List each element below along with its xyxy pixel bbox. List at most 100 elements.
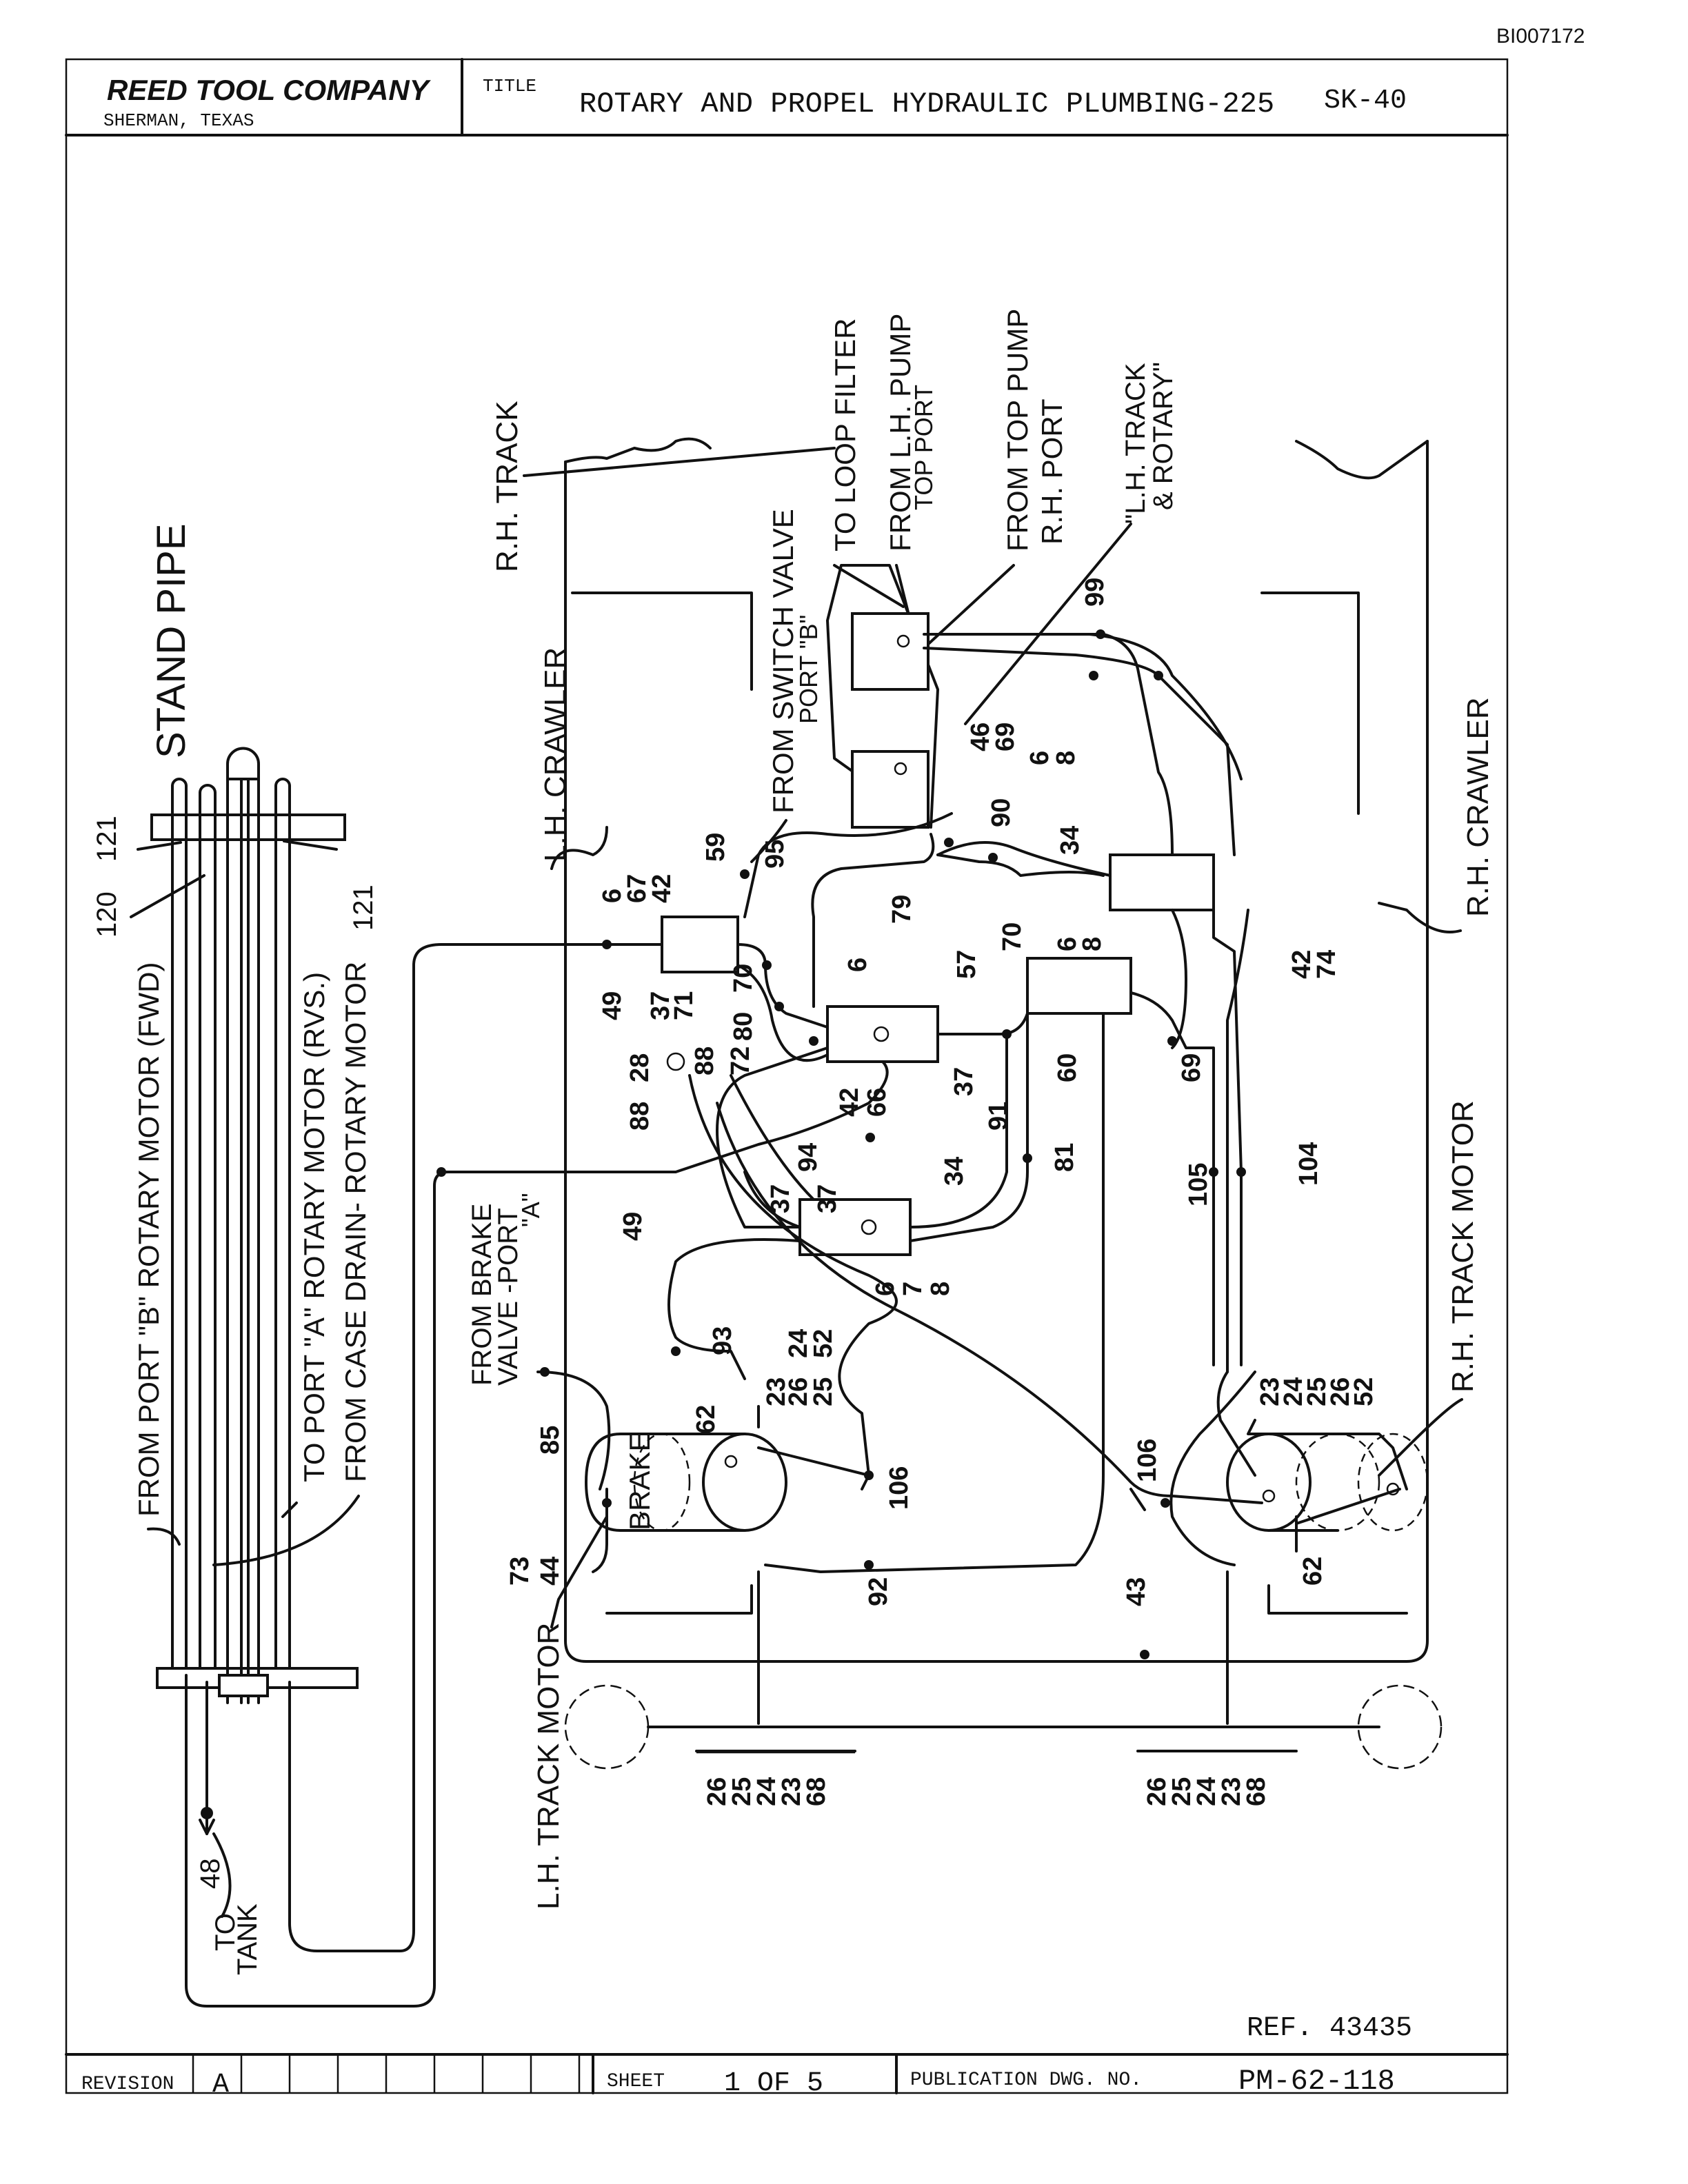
parts-stack-left: 26 25 24 23 68	[695, 1750, 856, 1806]
sheet-label: SHEET	[607, 2071, 665, 2092]
callout-28: 28	[625, 1053, 654, 1082]
rh-track-motor-label: R.H. TRACK MOTOR	[1446, 1100, 1480, 1393]
from-lh-pump-label: FROM L.H. PUMP	[884, 314, 916, 552]
from-top-pump-label: FROM TOP PUMP	[1001, 309, 1034, 552]
callout-43: 43	[1122, 1577, 1151, 1606]
drawing-border	[65, 58, 1509, 2094]
from-case-drain-label: FROM CASE DRAIN- ROTARY MOTOR	[339, 962, 372, 1482]
and-rotary-label: & ROTARY"	[1148, 362, 1178, 510]
rh-port-label: R.H. PORT	[1036, 398, 1068, 545]
callout-69-lower: 69	[1177, 1053, 1206, 1082]
callout-70-right: 70	[998, 922, 1027, 951]
valve-66-port	[873, 1026, 890, 1042]
rh-track-motor-leader	[1378, 1398, 1463, 1477]
callout-8-right: 8	[1052, 751, 1081, 765]
callout-88-right: 88	[690, 1046, 719, 1075]
callout-25-left: 25	[809, 1377, 838, 1406]
callout-8-center: 8	[1078, 937, 1107, 951]
callout-99: 99	[1081, 578, 1109, 607]
lh-track-motor-label: L.H. TRACK MOTOR	[532, 1623, 565, 1910]
stack-right-item: 24	[1192, 1777, 1221, 1806]
stack-left-item: 25	[727, 1777, 756, 1806]
callout-106-left: 106	[885, 1466, 914, 1510]
stack-right-item: 25	[1167, 1777, 1196, 1806]
port-b-label: PORT "B"	[794, 615, 823, 724]
callout-52-right: 52	[1349, 1377, 1378, 1406]
callout-46: 46	[966, 722, 995, 751]
to-port-a-rotary-label: TO PORT "A" ROTARY MOTOR (RVS.)	[298, 972, 330, 1482]
callout-59: 59	[701, 833, 730, 862]
callout-42-mid: 42	[835, 1088, 864, 1117]
valve-block-7	[798, 1198, 912, 1256]
callout-74: 74	[1312, 950, 1341, 979]
callout-7: 7	[898, 1282, 927, 1296]
callout-23-right: 23	[1256, 1377, 1285, 1406]
callout-93: 93	[708, 1326, 737, 1355]
revision-grid	[240, 2054, 581, 2093]
company-location: SHERMAN, TEXAS	[103, 110, 254, 131]
stack-left-item: 24	[752, 1777, 781, 1806]
rh-track-leader	[523, 447, 836, 477]
stack-right-item: 26	[1143, 1777, 1172, 1806]
rh-crawler-leader	[1378, 902, 1462, 933]
upper-label-leaders	[833, 523, 1132, 725]
title-label: TITLE	[483, 76, 536, 97]
stack-right-item: 68	[1242, 1777, 1271, 1806]
callout-104: 104	[1294, 1142, 1323, 1186]
callout-120: 120	[92, 891, 122, 938]
callout-70-left: 70	[729, 964, 758, 993]
switch-valve-block	[851, 750, 930, 829]
callout-91: 91	[984, 1102, 1013, 1131]
callout-121-left: 121	[92, 816, 122, 862]
from-port-b-rotary-label: FROM PORT "B" ROTARY MOTOR (FWD)	[132, 962, 165, 1517]
stand-pipe-assembly	[150, 747, 663, 2008]
port-a-label: "A"	[516, 1193, 545, 1227]
switch-valve-port	[894, 762, 907, 776]
callout-42-right: 42	[1287, 950, 1316, 979]
callout-66: 66	[863, 1088, 892, 1117]
callout-49-lower: 49	[619, 1212, 647, 1241]
callout-71: 71	[670, 991, 699, 1020]
lh-track-motor	[585, 1433, 787, 1532]
callout-72: 72	[726, 1046, 755, 1075]
valve-block-66	[826, 1005, 939, 1063]
callout-73: 73	[505, 1557, 534, 1586]
lh-track-motor-leader	[550, 1515, 608, 1628]
callout-106-right: 106	[1133, 1439, 1162, 1482]
loop-filter-block	[851, 612, 930, 691]
callout-37-mid: 37	[950, 1067, 978, 1096]
callout-95: 95	[761, 840, 790, 869]
leader-48	[212, 1832, 232, 1918]
callout-23-left: 23	[762, 1377, 791, 1406]
filter-port	[896, 634, 910, 648]
from-brake-label: FROM BRAKE	[467, 1204, 497, 1386]
valve-block-8-right	[1109, 853, 1215, 911]
callout-37-lower-a: 37	[766, 1184, 795, 1213]
callout-37-upper: 37	[646, 991, 675, 1020]
company-name: REED TOOL COMPANY	[107, 74, 432, 106]
callout-80: 80	[729, 1012, 758, 1041]
callout-34-top: 34	[1056, 826, 1085, 855]
stack-left-item: 26	[703, 1777, 732, 1806]
sheet-code: SK-40	[1324, 85, 1407, 117]
stack-right-item: 23	[1217, 1777, 1246, 1806]
callout-34-lower: 34	[940, 1157, 969, 1186]
rh-track-label: R.H. TRACK	[490, 401, 524, 572]
valve-block-67	[661, 916, 739, 973]
publication-label: PUBLICATION DWG. NO.	[910, 2070, 1142, 2091]
fitting-28	[666, 1052, 685, 1071]
lh-crawler-label: L.H. CRAWLER	[539, 647, 572, 862]
callout-8-lower: 8	[926, 1282, 955, 1296]
from-switch-valve-label: FROM SWITCH VALVE	[767, 509, 799, 813]
top-port-label: TOP PORT	[910, 385, 938, 510]
drawing-title: ROTARY AND PROPEL HYDRAULIC PLUMBING-225	[579, 88, 1274, 121]
callout-85: 85	[536, 1426, 565, 1455]
crawler-outlines	[564, 437, 1443, 1770]
reference-number: REF. 43435	[1247, 2013, 1412, 2044]
callout-48: 48	[195, 1859, 225, 1890]
stand-pipe-label-leaders	[147, 1495, 360, 1566]
parts-stack-right: 26 25 24 23 68	[1136, 1750, 1298, 1806]
publication-number: PM-62-118	[1238, 2065, 1395, 2098]
callout-6-right: 6	[1025, 751, 1054, 765]
